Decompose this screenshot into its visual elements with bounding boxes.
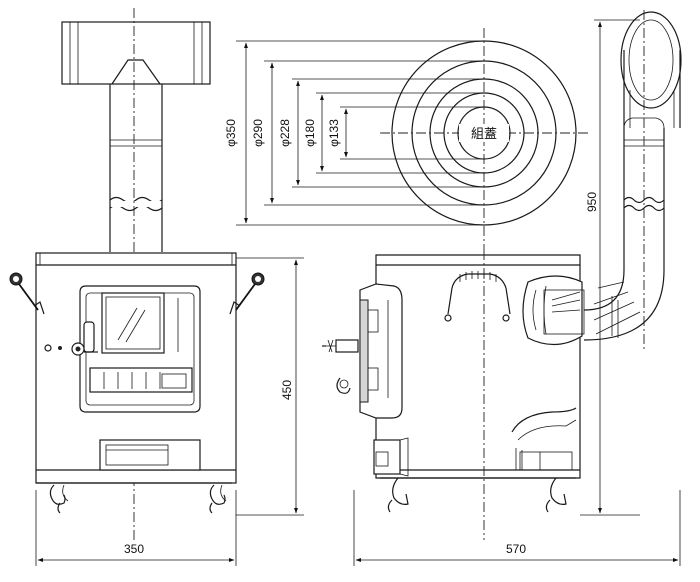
side-flue-outlet	[522, 275, 585, 346]
front-right-handle	[229, 272, 265, 315]
lid-dimension-lines	[244, 42, 348, 224]
dimension-570: 570	[353, 490, 681, 566]
side-knob	[322, 339, 359, 353]
lid-label: 組蓋	[471, 127, 497, 142]
front-chimney-cap	[61, 21, 211, 85]
lid-dimension-labels: φ350 φ290 φ228 φ180 φ133	[224, 119, 341, 147]
front-chimney-pipe	[109, 84, 163, 252]
side-rear-pipe	[583, 11, 682, 341]
dimension-450-label: 450	[280, 380, 294, 400]
dimension-450: 450	[236, 257, 304, 516]
front-legs	[36, 482, 232, 514]
side-door-profile	[336, 283, 403, 419]
side-top-rack	[444, 271, 511, 322]
dimension-950: 950	[580, 19, 640, 516]
lid-extension-lines	[236, 40, 484, 226]
dimension-350-label: 350	[124, 542, 144, 556]
lid-dim-290: φ290	[251, 119, 265, 147]
front-view	[9, 8, 265, 540]
side-internal-firebox	[511, 407, 577, 471]
dimension-350: 350	[35, 490, 237, 566]
side-ash-drawer	[373, 437, 409, 477]
side-stove-body	[375, 254, 581, 479]
side-legs	[387, 477, 567, 513]
lid-dim-350: φ350	[224, 119, 238, 147]
dimension-570-label: 570	[506, 542, 526, 556]
front-door-latch	[44, 321, 98, 356]
lid-dim-133: φ133	[327, 119, 341, 147]
front-door	[79, 285, 201, 413]
lid-dim-180: φ180	[303, 119, 317, 147]
front-left-handle	[9, 272, 45, 315]
front-ash-drawer	[99, 439, 201, 471]
lid-dim-228: φ228	[278, 119, 292, 147]
side-view	[322, 10, 682, 540]
dimension-950-label: 950	[585, 192, 599, 212]
